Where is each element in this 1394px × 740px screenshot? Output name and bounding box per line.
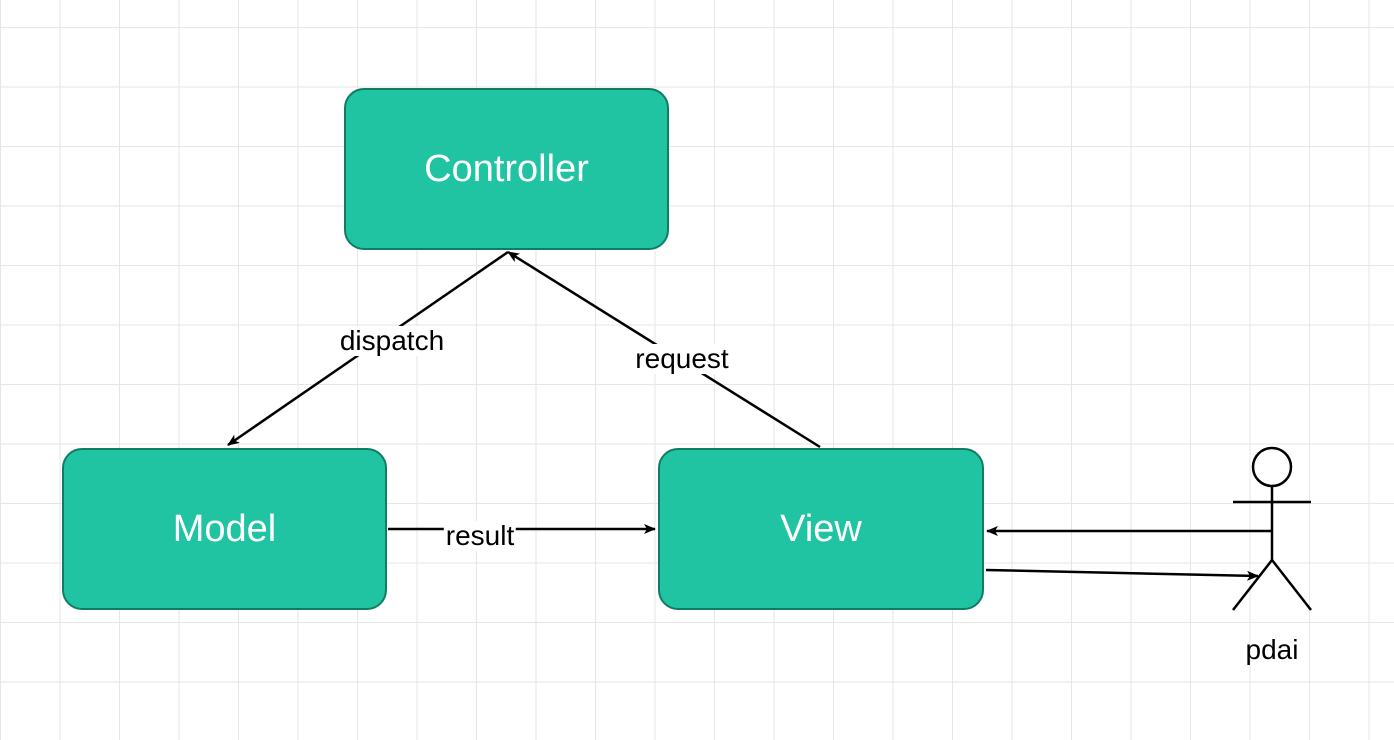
controller-node[interactable]: Controller xyxy=(344,88,669,250)
view-label: View xyxy=(780,507,862,550)
edge-label-request: request xyxy=(633,343,731,374)
stick-figure-actor-icon[interactable] xyxy=(1232,446,1312,611)
model-node[interactable]: Model xyxy=(62,448,387,610)
edge-label-dispatch: dispatch xyxy=(337,325,447,356)
actor-label: pdai xyxy=(1245,634,1299,665)
edge-label-result: result xyxy=(443,520,517,551)
view-node[interactable]: View xyxy=(658,448,984,610)
edge-view-to-actor[interactable] xyxy=(985,568,1259,581)
model-label: Model xyxy=(172,507,277,550)
controller-label: Controller xyxy=(424,147,589,190)
